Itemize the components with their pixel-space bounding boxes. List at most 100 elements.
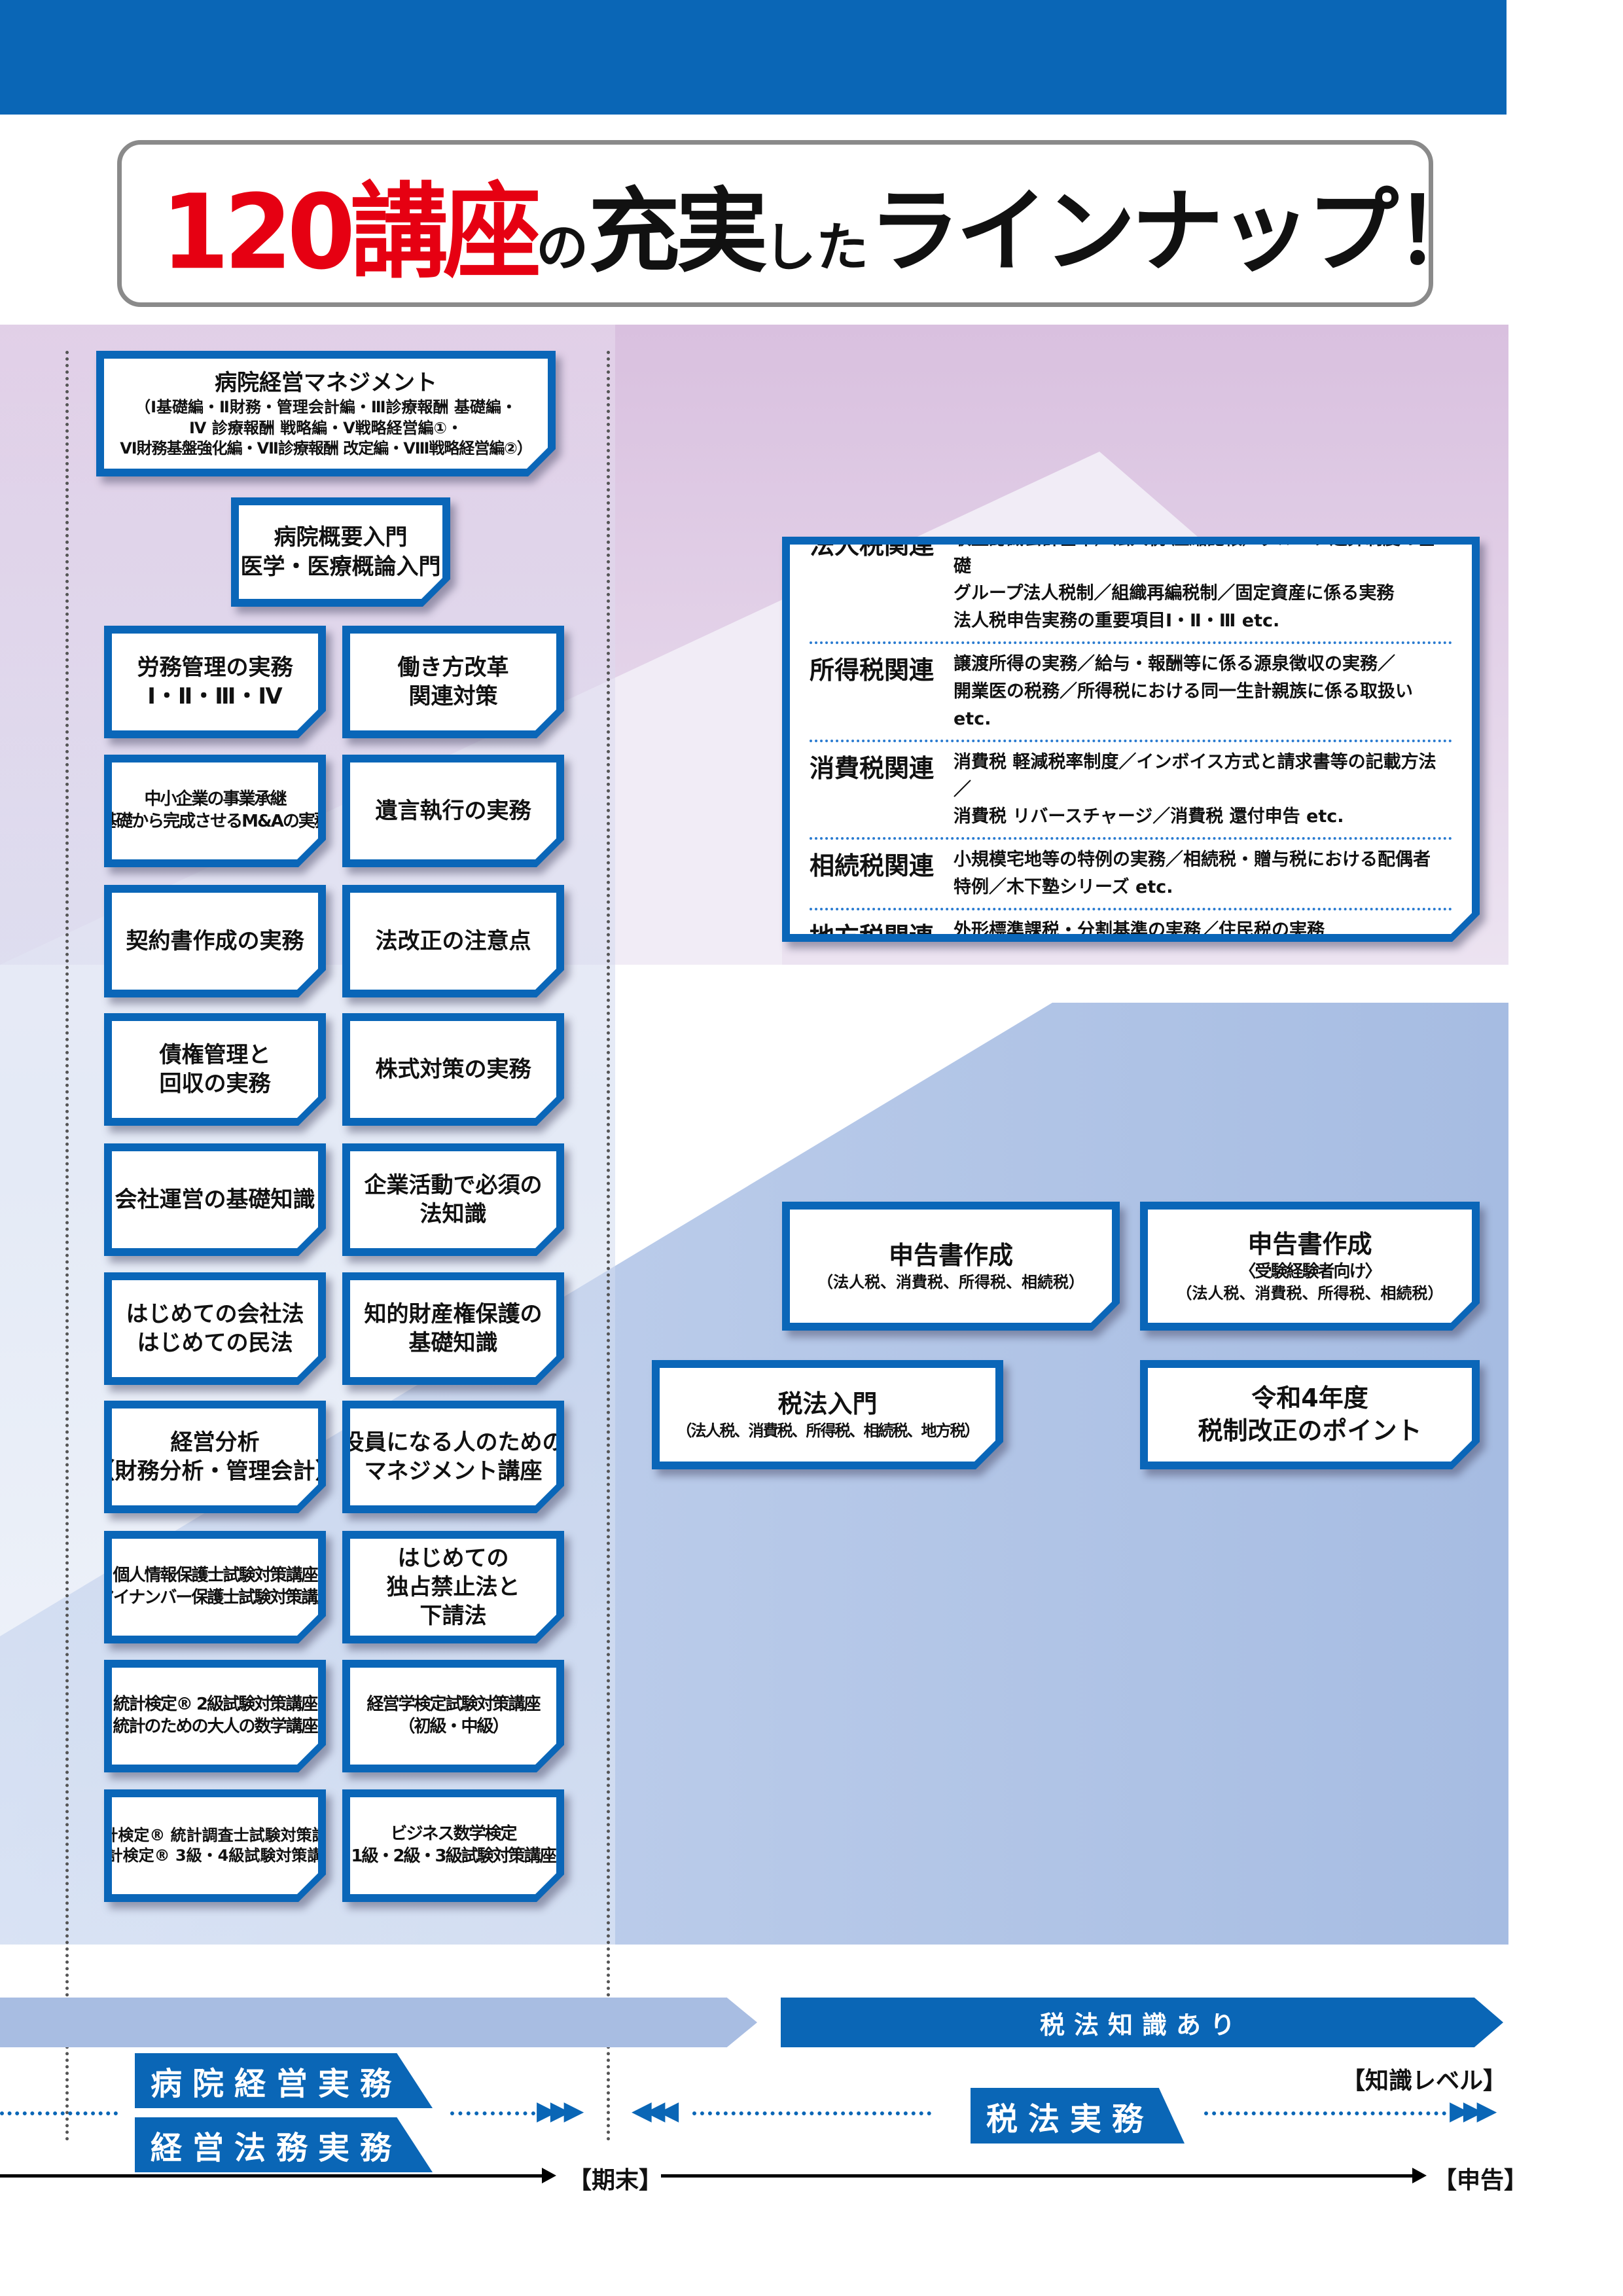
course-line: 遺言執行の実務	[375, 797, 531, 824]
course-line: 下請法	[419, 1603, 487, 1630]
course-detail: Ⅳ 診療報酬 戦略編・Ⅴ戦略経営編①・	[189, 418, 463, 437]
tax-topic-line: 開業医の税務／所得税における同一生計親族に係る取扱い etc.	[954, 681, 1413, 729]
course-card[interactable]: 契約書作成の実務	[104, 885, 326, 997]
course-card[interactable]: 働き方改革関連対策	[342, 626, 564, 738]
tag-hospital-practice: 病院経営実務	[135, 2053, 433, 2108]
title-particle: の	[536, 217, 589, 278]
tax-topics-panel: 法人税関連収益認識会計基準／法人税 圧縮記帳／グループ通算制度の基礎グループ法人…	[782, 537, 1480, 942]
tax-topic-details: 譲渡所得の実務／給与・報酬等に係る源泉徴収の実務／開業医の税務／所得税における同…	[954, 651, 1452, 733]
course-card[interactable]: 会社運営の基礎知識	[104, 1143, 326, 1256]
course-line: 統計検定® 3級・4級試験対策講座	[91, 1846, 339, 1865]
course-card[interactable]: 企業活動で必須の法知識	[342, 1143, 564, 1256]
course-detail: Ⅵ財務基盤強化編・Ⅶ診療報酬 改定編・Ⅷ戦略経営編②）	[120, 439, 532, 457]
timeline-axis	[661, 2174, 1414, 2178]
course-card[interactable]: 経営学検定試験対策講座 （初級・中級）	[342, 1660, 564, 1772]
tax-topic-line: 小規模宅地等の特例の実務／相続税・贈与税における配偶者	[954, 850, 1431, 870]
knowledge-bar-basic	[0, 1998, 757, 2047]
knowledge-bar-label: 税法知識あり	[1039, 2010, 1244, 2039]
course-line: 基礎知識	[408, 1330, 498, 1356]
tax-topic-line: グループ法人税制／組織再編税制／固定資産に係る実務	[954, 583, 1395, 604]
course-filing-experienced[interactable]: 申告書作成 〈受験経験者向け〉 （法人税、消費税、所得税、相続税）	[1140, 1202, 1480, 1331]
course-line: 法改正の注意点	[375, 927, 531, 954]
course-title: 申告書作成	[1247, 1230, 1372, 1259]
tag-label: 税法実務	[986, 2100, 1154, 2138]
course-line: 役員になる人のための	[342, 1429, 565, 1456]
course-line: ビジネス数学検定	[390, 1824, 516, 1844]
timeline-axis	[0, 2174, 543, 2178]
tax-topic-heading: 法人税関連	[810, 530, 935, 560]
tag-label: 病院経営実務	[151, 2066, 402, 2102]
course-line: 会社運営の基礎知識	[115, 1186, 315, 1213]
course-line: はじめての民法	[137, 1330, 293, 1356]
course-line: 株式対策の実務	[375, 1056, 531, 1083]
tax-topic-heading: 相続税関連	[810, 852, 935, 881]
course-card[interactable]: はじめての会社法はじめての民法	[104, 1272, 326, 1385]
course-line: はじめての会社法	[126, 1300, 304, 1327]
course-line: マネジメント講座	[364, 1458, 543, 1484]
course-line: 知的財産権保護の	[364, 1300, 543, 1327]
course-card[interactable]: 遺言執行の実務	[342, 755, 564, 867]
divider-dotted-line	[607, 351, 610, 2142]
course-line: 独占禁止法と	[386, 1573, 520, 1600]
course-tag: 〈受験経験者向け〉	[1239, 1261, 1381, 1282]
arrowhead-icon	[1412, 2168, 1427, 2183]
dotted-connector	[1204, 2111, 1446, 2115]
course-card[interactable]: はじめての独占禁止法と下請法	[342, 1531, 564, 1643]
course-line: 契約書作成の実務	[126, 927, 304, 954]
course-line: Ⅰ・Ⅱ・Ⅲ・Ⅳ	[147, 683, 283, 709]
course-line: 統計のための大人の数学講座	[113, 1717, 317, 1736]
course-line: 企業活動で必須の	[364, 1172, 543, 1198]
course-line: 税制改正のポイント	[1198, 1416, 1422, 1445]
tax-topic-list: 法人税関連収益認識会計基準／法人税 圧縮記帳／グループ通算制度の基礎グループ法人…	[790, 519, 1472, 960]
dotted-connector	[0, 2111, 118, 2115]
top-banner	[0, 0, 1507, 115]
tax-topic-line: 外形標準課税・分割基準の実務／住民税の実務	[954, 920, 1325, 941]
tax-topic-line: 法人税申告実務の重要項目Ⅰ・Ⅱ・Ⅲ etc.	[954, 611, 1280, 632]
title-text-2: ラインナップ！	[868, 178, 1486, 285]
axis-label-filing: 【申告】	[1433, 2167, 1528, 2194]
course-card[interactable]: 役員になる人のためのマネジメント講座	[342, 1401, 564, 1513]
course-line: 回収の実務	[159, 1071, 271, 1097]
course-card[interactable]: 経営分析（財務分析・管理会計）	[104, 1401, 326, 1513]
course-line: （初級・中級）	[398, 1717, 508, 1736]
course-line: 債権管理と	[159, 1041, 271, 1068]
course-tax-reform[interactable]: 令和4年度 税制改正のポイント	[1140, 1360, 1480, 1469]
course-tax-intro[interactable]: 税法入門 （法人税、消費税、所得税、相続税、地方税）	[652, 1360, 1003, 1469]
tag-label: 経営法務実務	[151, 2130, 402, 2166]
course-card[interactable]: 知的財産権保護の基礎知識	[342, 1272, 564, 1385]
course-card[interactable]: 中小企業の事業承継基礎から完成させるM&Aの実務	[104, 755, 326, 867]
course-card[interactable]: 統計検定® 統計調査士試験対策講座統計検定® 3級・4級試験対策講座	[104, 1789, 326, 1902]
course-filing[interactable]: 申告書作成 （法人税、消費税、所得税、相続税）	[782, 1202, 1120, 1331]
tax-topic-details: 消費税 軽減税率制度／インボイス方式と請求書等の記載方法／消費税 リバースチャー…	[954, 749, 1452, 831]
page-title-box: 120講座 の 充実 した ラインナップ！	[117, 140, 1486, 307]
divider-dotted-line	[65, 351, 69, 2142]
course-card[interactable]: 債権管理と回収の実務	[104, 1013, 326, 1126]
course-card[interactable]: 統計検定® 2級試験対策講座統計のための大人の数学講座	[104, 1660, 326, 1772]
course-line: 医学・医療概論入門	[240, 553, 441, 580]
course-hospital-intro[interactable]: 病院概要入門 医学・医療概論入門	[231, 497, 450, 607]
course-line: 働き方改革	[397, 654, 509, 681]
course-line: 経営学検定試験対策講座	[366, 1695, 540, 1715]
course-line: マイナンバー保護士試験対策講座	[97, 1588, 333, 1607]
course-card[interactable]: 法改正の注意点	[342, 885, 564, 997]
course-card[interactable]: 個人情報保護士試験対策講座マイナンバー保護士試験対策講座	[104, 1531, 326, 1643]
knowledge-level-label: 【知識レベル】	[1342, 2068, 1507, 2094]
course-title: 申告書作成	[888, 1241, 1013, 1270]
tax-topic-line: 消費税 軽減税率制度／インボイス方式と請求書等の記載方法／	[954, 751, 1436, 800]
tax-topic-row: 相続税関連小規模宅地等の特例の実務／相続税・贈与税における配偶者特例／木下塾シリ…	[810, 840, 1452, 910]
course-hospital-management[interactable]: 病院経営マネジメント （Ⅰ基礎編・Ⅱ財務・管理会計編・Ⅲ診療報酬 基礎編・ Ⅳ …	[96, 351, 556, 476]
course-card[interactable]: 株式対策の実務	[342, 1013, 564, 1126]
dotted-connector	[692, 2111, 931, 2115]
tax-topic-row: 所得税関連譲渡所得の実務／給与・報酬等に係る源泉徴収の実務／開業医の税務／所得税…	[810, 644, 1452, 742]
tax-topic-row: 法人税関連収益認識会計基準／法人税 圧縮記帳／グループ通算制度の基礎グループ法人…	[810, 519, 1452, 644]
course-sub: （法人税、消費税、所得税、相続税、地方税）	[676, 1421, 979, 1440]
course-line: 中小企業の事業承継	[144, 789, 286, 810]
course-line: 労務管理の実務	[137, 654, 293, 681]
course-line: 法知識	[419, 1201, 487, 1227]
knowledge-bar-tax: 税法知識あり	[781, 1998, 1503, 2047]
title-text-1: 充実	[588, 178, 768, 285]
arrowhead-icon	[542, 2168, 556, 2183]
